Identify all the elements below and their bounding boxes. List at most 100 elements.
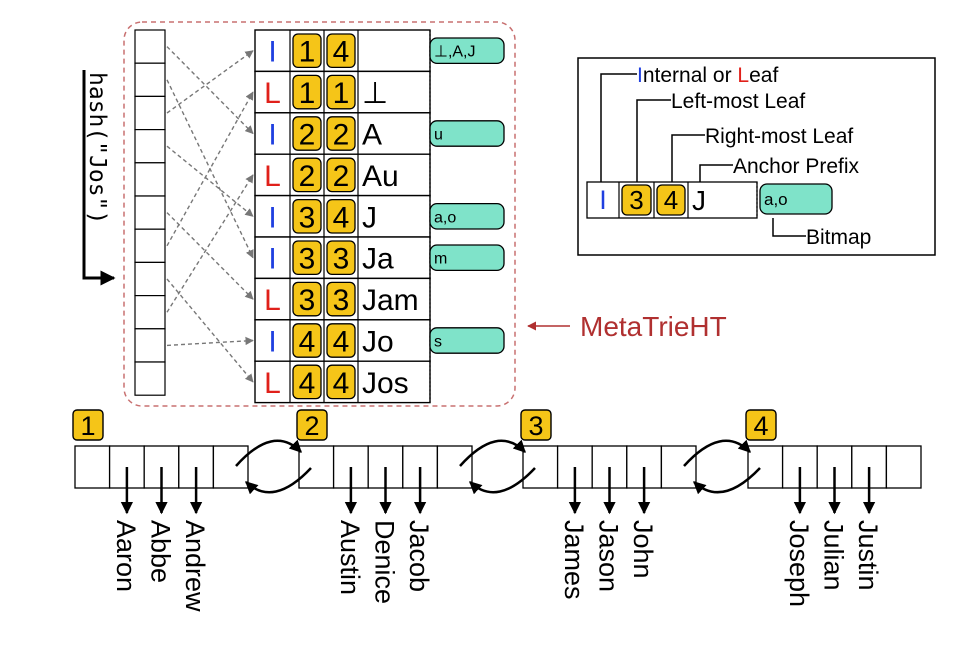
right-most-leaf-badge-value: 3 <box>333 243 350 276</box>
hash-pointer <box>166 174 254 313</box>
leaf-id: 2 <box>304 411 319 441</box>
hash-bucket <box>134 361 166 396</box>
left-most-leaf-badge-value: 4 <box>299 367 316 400</box>
meta-trie-frame <box>123 21 516 407</box>
hash-bucket <box>134 129 166 164</box>
right-most-leaf-badge <box>326 157 356 193</box>
left-most-leaf-badge <box>292 240 322 276</box>
hash-bucket <box>134 261 166 297</box>
legend-rest-text: eaf <box>749 64 778 87</box>
right-most-leaf-badge-value: 2 <box>333 160 350 193</box>
right-most-leaf-badge <box>326 281 356 317</box>
bitmap-value: m <box>434 251 447 268</box>
legend-left-badge-value: 3 <box>629 185 643 215</box>
hash-bucket <box>134 62 166 98</box>
node-type: L <box>264 160 281 193</box>
legend-i-letter: I <box>637 64 643 87</box>
anchor-prefix: Jos <box>362 367 409 400</box>
leaf-key: Joseph <box>784 520 814 607</box>
leaf-key: Denice <box>370 520 400 604</box>
legend-right-badge-value: 4 <box>664 185 678 215</box>
left-most-leaf-badge <box>292 116 322 151</box>
node-type: L <box>264 77 281 110</box>
bitmap-value: a,o <box>434 209 456 226</box>
right-most-leaf-badge-value: 4 <box>333 36 350 69</box>
leaf-slot <box>212 445 249 489</box>
legend-internal-or-leaf: Internal or Leaf <box>637 64 778 87</box>
leaf-slot <box>522 445 559 489</box>
node-type: I <box>268 326 276 359</box>
left-most-leaf-badge-value: 3 <box>299 284 316 317</box>
hash-pointer <box>166 46 254 135</box>
legend-node-type: I <box>599 185 607 215</box>
right-most-leaf-badge <box>326 74 356 110</box>
right-most-leaf-badge-value: 4 <box>333 367 350 400</box>
left-most-leaf-badge <box>292 281 322 317</box>
node-type: L <box>264 367 281 400</box>
prev-link <box>469 467 536 495</box>
hash-label: hash("Jos") <box>84 72 110 224</box>
meta-label-group: MetaTrieHT <box>527 311 727 342</box>
leaf-key: Justin <box>853 520 883 591</box>
leaf-slot <box>885 445 922 489</box>
node-type: I <box>268 36 276 69</box>
anchor-prefix: A <box>362 119 382 152</box>
legend-mid-text: nternal or <box>643 64 738 87</box>
bitmap-box <box>429 327 505 354</box>
hash-pointer <box>166 79 254 259</box>
hash-bucket-array <box>134 29 166 396</box>
leaf-slot <box>660 445 697 489</box>
hash-bucket <box>134 195 166 230</box>
right-most-leaf-badge <box>326 364 356 400</box>
leaf-id-badge <box>520 409 552 441</box>
leaf-key: John <box>628 520 658 579</box>
legend-bitmap-box <box>759 183 833 215</box>
bitmap-box <box>429 37 505 65</box>
node-type: I <box>268 119 276 152</box>
left-most-leaf-badge <box>292 323 322 358</box>
bitmap-value: ⊥,A,J <box>434 44 476 61</box>
left-most-leaf-badge-value: 3 <box>299 201 316 234</box>
anchor-prefix: Jo <box>362 326 394 359</box>
legend-border <box>577 57 936 256</box>
hash-pointer <box>166 212 254 300</box>
right-most-leaf-badge-value: 2 <box>333 119 350 152</box>
node-type: L <box>264 284 281 317</box>
bitmap-box <box>429 120 505 147</box>
anchor-prefix: J <box>362 201 377 234</box>
leaf-id: 1 <box>80 411 95 441</box>
legend-l-letter: L <box>737 64 749 87</box>
legend-bitmap-value: a,o <box>764 190 788 209</box>
leaf-key: James <box>559 520 589 600</box>
legend-lines <box>600 73 806 237</box>
legend: Internal or Leaf Left-most Leaf Right-mo… <box>577 57 936 256</box>
right-most-leaf-badge <box>326 116 356 151</box>
leaf-id: 3 <box>528 411 543 441</box>
legend-right-most: Right-most Leaf <box>705 125 853 148</box>
legend-anchor-prefix: J <box>692 185 706 216</box>
hash-bucket <box>134 328 166 363</box>
left-most-leaf-badge-value: 4 <box>299 326 316 359</box>
anchor-prefix: Au <box>362 160 399 193</box>
legend-bitmap: Bitmap <box>806 226 871 249</box>
hash-bucket <box>134 228 166 263</box>
hash-annotation: hash("Jos") <box>82 70 116 286</box>
anchor-prefix: Jam <box>362 284 419 317</box>
hash-pointer-group <box>166 46 254 383</box>
right-most-leaf-badge <box>326 198 356 234</box>
leaf-slot <box>298 445 335 489</box>
leaf-key: Andrew <box>180 520 210 612</box>
bitmap-value: s <box>434 334 442 351</box>
